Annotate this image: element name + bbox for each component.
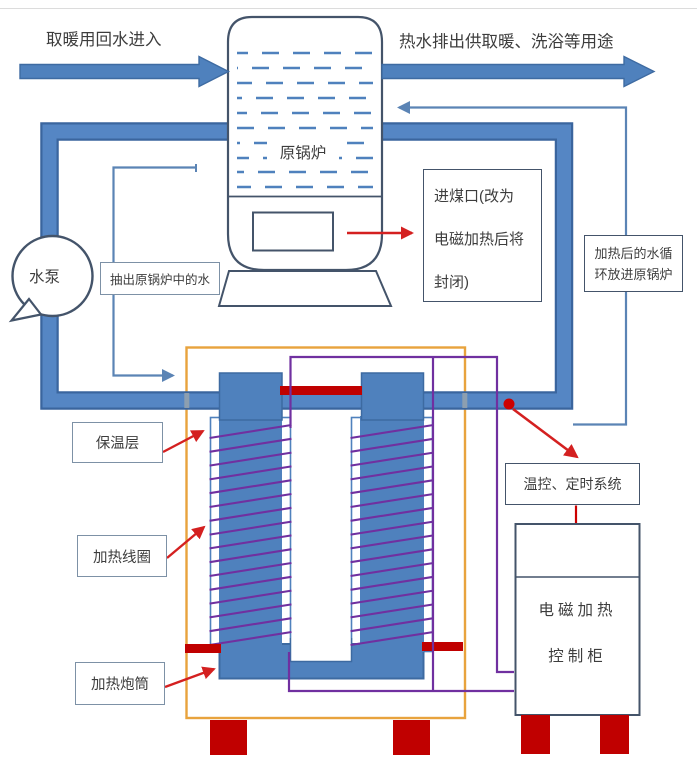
temp-timer-label-box: 温控、定时系统 xyxy=(505,463,640,505)
return-water-inlet-arrow xyxy=(19,55,231,88)
coil-winding xyxy=(350,534,434,550)
coil-winding xyxy=(350,575,434,591)
coil-winding xyxy=(350,548,434,564)
coil-winding xyxy=(350,423,434,440)
heater-foot-left xyxy=(210,720,247,755)
sensor-point xyxy=(503,398,515,410)
pipe-orange-crossing-left xyxy=(184,393,190,408)
hot-water-outlet-label: 热水排出供取暖、洗浴等用途 xyxy=(399,33,614,51)
coil-winding xyxy=(209,479,292,495)
coil-winding xyxy=(209,423,292,440)
coal-inlet-note-box: 进煤口(改为 电磁加热后将 封闭) xyxy=(423,169,542,302)
right-barrel-cap xyxy=(360,372,425,421)
coil-winding xyxy=(350,520,434,536)
coil-wire-bottom xyxy=(287,652,514,693)
cabinet-label-line2: 控制柜 xyxy=(548,648,607,665)
coil-winding xyxy=(350,451,434,467)
draw-water-label-box: 抽出原锅炉中的水 xyxy=(100,262,220,295)
coil-winding xyxy=(209,561,292,578)
sensor-to-controller-arrow xyxy=(512,407,579,459)
coil-winding xyxy=(209,465,292,481)
coil-winding xyxy=(209,548,292,564)
coal-inlet-note-line3: 封闭) xyxy=(434,274,469,291)
right-red-bar xyxy=(422,642,463,651)
right-coil xyxy=(350,423,434,647)
left-coil xyxy=(209,423,292,647)
left-barrel-cap xyxy=(218,372,283,421)
pump-label: 水泵 xyxy=(29,269,61,286)
top-red-bar xyxy=(280,386,362,395)
heating-barrel-label-box: 加热炮筒 xyxy=(75,662,165,705)
heater-base-notch xyxy=(289,638,353,663)
coil-winding xyxy=(209,575,292,591)
coil-winding xyxy=(209,589,292,605)
coil-winding xyxy=(350,465,434,481)
return-inlet-label: 取暖用回水进入 xyxy=(46,31,162,49)
control-cabinet xyxy=(514,523,641,716)
coal-inlet-note-line2: 电磁加热后将 xyxy=(434,231,525,248)
coil-winding xyxy=(209,492,292,509)
coil-winding xyxy=(209,603,292,619)
hot-water-outlet-arrow xyxy=(381,55,656,88)
left-red-bar xyxy=(185,644,221,653)
coil-winding xyxy=(350,479,434,495)
coil-winding xyxy=(209,520,292,536)
coil-pointer-arrow xyxy=(166,525,206,559)
coil-winding xyxy=(209,451,292,467)
heating-coil-label-box: 加热线圈 xyxy=(77,535,167,577)
coil-wire-top-loop xyxy=(289,355,514,674)
return-water-note-box: 加热后的水循 环放进原锅炉 xyxy=(584,235,683,292)
coil-winding xyxy=(350,561,434,578)
coil-winding xyxy=(209,506,292,522)
insulation-layer-label-box: 保温层 xyxy=(72,422,163,463)
left-heating-barrel xyxy=(219,416,282,652)
coil-winding xyxy=(350,437,434,453)
heater-enclosure-outline xyxy=(185,346,467,720)
coil-winding xyxy=(209,534,292,550)
cabinet-foot-left xyxy=(521,715,550,754)
cabinet-label-line1: 电磁加热 xyxy=(538,602,617,619)
coil-winding xyxy=(350,492,434,509)
coil-wiring xyxy=(287,355,514,693)
coal-inlet-port xyxy=(252,211,334,252)
cabinet-foot-right xyxy=(600,715,629,754)
coil-winding xyxy=(350,506,434,522)
return-water-note-line1: 加热后的水循 xyxy=(594,246,673,261)
return-water-note-line2: 环放进原锅炉 xyxy=(594,266,673,282)
heater-foot-right xyxy=(393,720,430,755)
boiler-label: 原锅炉 xyxy=(267,140,339,164)
coal-inlet-note-line1: 进煤口(改为 xyxy=(434,188,514,205)
coil-winding xyxy=(209,630,292,647)
coil-winding xyxy=(209,437,292,453)
pump-circle xyxy=(11,234,94,318)
right-heating-barrel xyxy=(360,416,424,652)
coil-winding xyxy=(350,617,434,633)
pipe-orange-crossing-right xyxy=(462,393,468,408)
coil-winding xyxy=(350,630,434,647)
coil-winding xyxy=(209,617,292,633)
pump-tail xyxy=(8,297,43,323)
barrel-pointer-arrow xyxy=(164,666,216,689)
coil-winding xyxy=(350,603,434,619)
coil-winding xyxy=(350,589,434,605)
boiler-base xyxy=(217,270,393,307)
insulation-pointer-arrow xyxy=(162,429,205,454)
